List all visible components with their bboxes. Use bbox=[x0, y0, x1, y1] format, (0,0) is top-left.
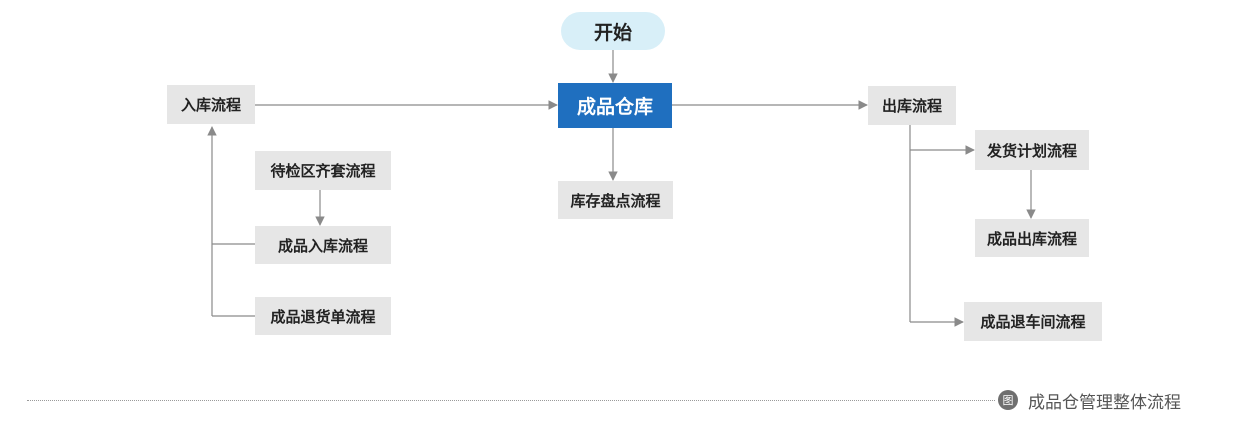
product-outbound-node: 成品出库流程 bbox=[975, 219, 1089, 257]
inbound-process-node: 入库流程 bbox=[167, 85, 255, 124]
finished-goods-warehouse-node: 成品仓库 bbox=[558, 83, 672, 128]
product-inbound-node: 成品入库流程 bbox=[255, 226, 391, 264]
caption-text: 成品仓管理整体流程 bbox=[1028, 392, 1181, 413]
figure-caption: 图 成品仓管理整体流程 bbox=[998, 387, 1181, 413]
figure-icon: 图 bbox=[998, 390, 1018, 410]
inventory-check-node: 库存盘点流程 bbox=[558, 181, 673, 219]
product-return-order-node: 成品退货单流程 bbox=[255, 297, 391, 335]
shipping-plan-node: 发货计划流程 bbox=[975, 130, 1089, 170]
product-return-workshop-node: 成品退车间流程 bbox=[964, 302, 1102, 341]
outbound-process-node: 出库流程 bbox=[868, 86, 956, 125]
start-node: 开始 bbox=[561, 12, 665, 50]
caption-divider bbox=[27, 400, 995, 401]
pending-kit-node: 待检区齐套流程 bbox=[255, 151, 391, 190]
